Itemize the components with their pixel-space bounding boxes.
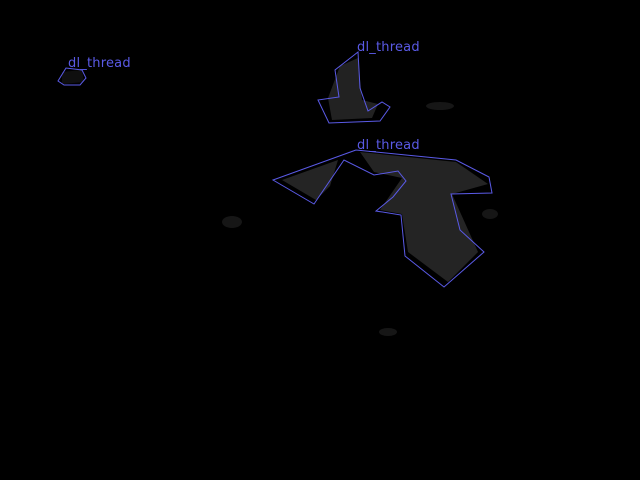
annotation-polygon-1[interactable] [57,67,87,86]
annotation-polygon-2[interactable] [317,51,391,124]
object-blob-small [62,70,84,84]
annotation-label-1: dl_thread [68,56,131,71]
object-blob-large-right [360,152,488,282]
annotation-label-3: dl_thread [357,138,420,153]
background-haze [222,102,498,336]
annotation-label-2: dl_thread [357,40,420,55]
annotation-layer: dl_thread dl_thread dl_thread [57,40,493,288]
annotation-polygon-3[interactable] [271,149,493,288]
